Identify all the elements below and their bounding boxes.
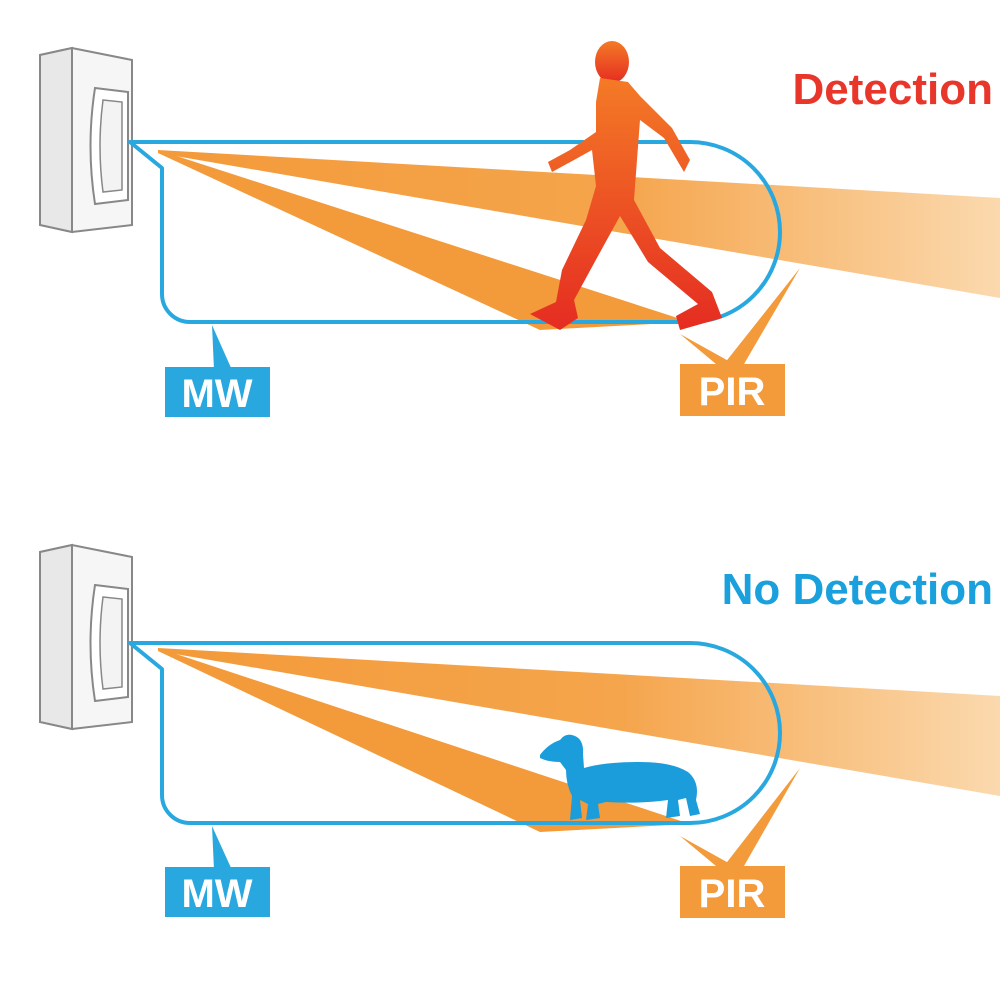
sensor-device xyxy=(39,543,133,731)
pir-label: PIR xyxy=(699,872,766,916)
no-detection-diagram: MW PIR No Detection xyxy=(39,543,1000,918)
pir-beams xyxy=(158,648,1000,832)
mw-zone-outline xyxy=(128,641,782,825)
pir-beams xyxy=(158,150,1000,330)
mw-zone-outline xyxy=(128,140,782,324)
scene-no-detection: MW PIR No Detection xyxy=(0,500,1000,1000)
mw-callout: MW xyxy=(165,826,270,917)
mw-label: MW xyxy=(181,872,252,916)
no-detection-status: No Detection xyxy=(722,565,993,614)
detection-status: Detection xyxy=(793,65,993,114)
pir-callout: PIR xyxy=(680,768,800,918)
scene-detection: MW PIR Detection xyxy=(39,41,1000,417)
sensor-device xyxy=(39,46,133,234)
dog-icon xyxy=(540,734,700,820)
person-icon xyxy=(530,41,722,330)
mw-label: MW xyxy=(181,372,252,416)
pir-callout: PIR xyxy=(680,268,800,416)
mw-callout: MW xyxy=(165,325,270,417)
pir-label: PIR xyxy=(699,370,766,414)
detection-diagram: MW PIR Detection xyxy=(39,41,1000,417)
